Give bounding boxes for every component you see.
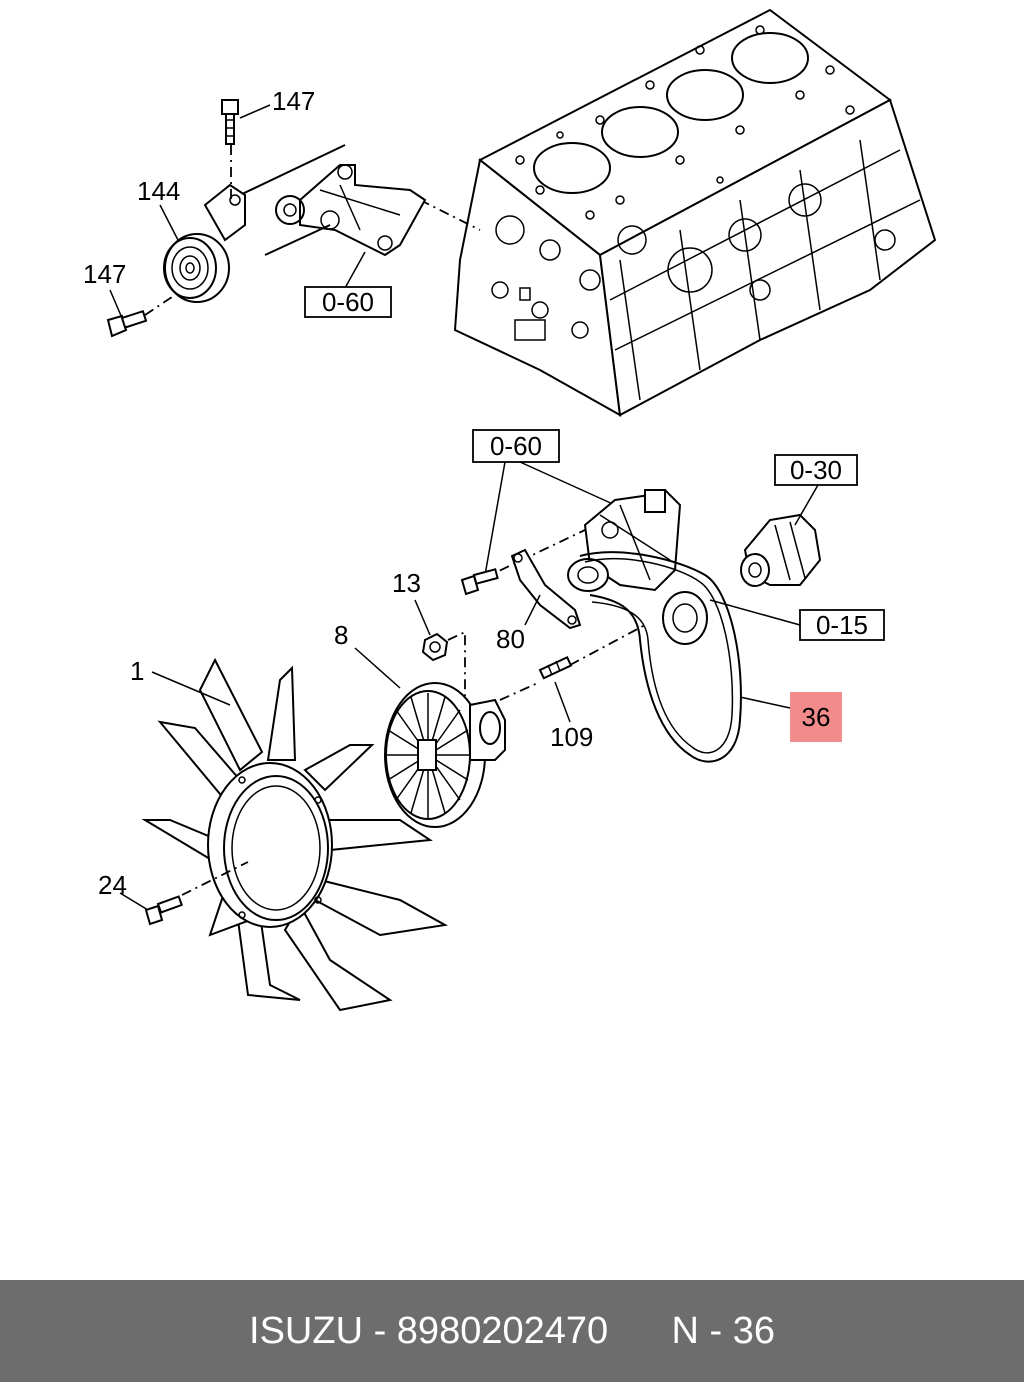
tensioner-pulley bbox=[662, 591, 708, 645]
footer-part-number: 8980202470 bbox=[396, 1309, 609, 1352]
ref-box-0-60-top bbox=[304, 286, 392, 318]
alternator bbox=[583, 488, 682, 592]
leader-1 bbox=[151, 671, 231, 706]
bracket-bottom-line bbox=[264, 224, 331, 256]
callout-147-left: 147 bbox=[83, 259, 126, 289]
callout-13: 13 bbox=[392, 568, 421, 598]
ref-label-0-60-mid: 0-60 bbox=[490, 431, 542, 461]
ref-box-0-60-mid bbox=[472, 429, 560, 463]
alternator-pulley bbox=[567, 558, 609, 592]
bolt-147-top bbox=[221, 99, 239, 145]
stud-109 bbox=[538, 655, 573, 680]
leader-24 bbox=[119, 892, 149, 911]
leader-0-60-a bbox=[484, 461, 506, 576]
footer-separator: - bbox=[363, 1309, 397, 1352]
drive-belt bbox=[579, 551, 742, 763]
leader-80 bbox=[524, 594, 541, 626]
nut-13-axis bbox=[447, 630, 466, 705]
idler-pulley bbox=[163, 183, 246, 303]
callout-1: 1 bbox=[130, 656, 144, 686]
callout-109: 109 bbox=[550, 722, 593, 752]
callout-24: 24 bbox=[98, 870, 127, 900]
bolt-147-left bbox=[106, 309, 148, 338]
callout-80: 80 bbox=[496, 624, 525, 654]
cooling-fan bbox=[141, 657, 449, 1012]
stud-axis-a bbox=[499, 681, 541, 701]
bolt-0-60 bbox=[460, 568, 499, 596]
ref-label-0-15: 0-15 bbox=[816, 610, 868, 640]
leader-144 bbox=[159, 204, 179, 241]
alternator-bolt-axis bbox=[479, 529, 586, 581]
nut-13 bbox=[421, 632, 449, 662]
leader-0-15 bbox=[709, 599, 801, 626]
fan-clutch bbox=[384, 682, 506, 828]
footer-brand: ISUZU bbox=[249, 1309, 364, 1352]
bolt-147-left-axis bbox=[144, 294, 176, 316]
callout-144: 144 bbox=[137, 176, 180, 206]
bolt-24 bbox=[144, 895, 184, 926]
bracket-80 bbox=[510, 548, 582, 630]
highlight-box-36 bbox=[790, 692, 842, 742]
parts-diagram: 147 144 147 0-60 0-60 0-30 0-15 bbox=[83, 8, 937, 1012]
leader-109 bbox=[554, 681, 571, 723]
water-pump bbox=[740, 513, 822, 587]
leader-8 bbox=[354, 647, 401, 689]
callout-147-top: 147 bbox=[272, 86, 315, 116]
leader-147-top bbox=[239, 104, 271, 119]
ref-label-0-30: 0-30 bbox=[790, 455, 842, 485]
leader-147-left bbox=[109, 289, 123, 319]
leader-0-30 bbox=[794, 484, 819, 526]
ref-box-0-30 bbox=[774, 454, 858, 486]
leader-36 bbox=[739, 696, 791, 709]
ref-box-0-15 bbox=[799, 609, 885, 641]
stud-axis-b bbox=[569, 624, 646, 666]
idler-bracket bbox=[275, 164, 427, 257]
callout-36: 36 bbox=[802, 702, 831, 732]
footer-page-ref: N - 36 bbox=[671, 1309, 775, 1352]
leader-0-60-b bbox=[519, 461, 616, 506]
ref-label-0-60-top: 0-60 bbox=[322, 287, 374, 317]
bracket-top-line bbox=[239, 144, 346, 196]
leader-13 bbox=[414, 599, 431, 636]
leader-ref-0-60-top bbox=[344, 251, 366, 289]
callout-8: 8 bbox=[334, 620, 348, 650]
footer-gap bbox=[608, 1310, 671, 1353]
engine-block bbox=[453, 8, 937, 417]
footer-bar: ISUZU - 8980202470 N - 36 bbox=[0, 1280, 1024, 1382]
